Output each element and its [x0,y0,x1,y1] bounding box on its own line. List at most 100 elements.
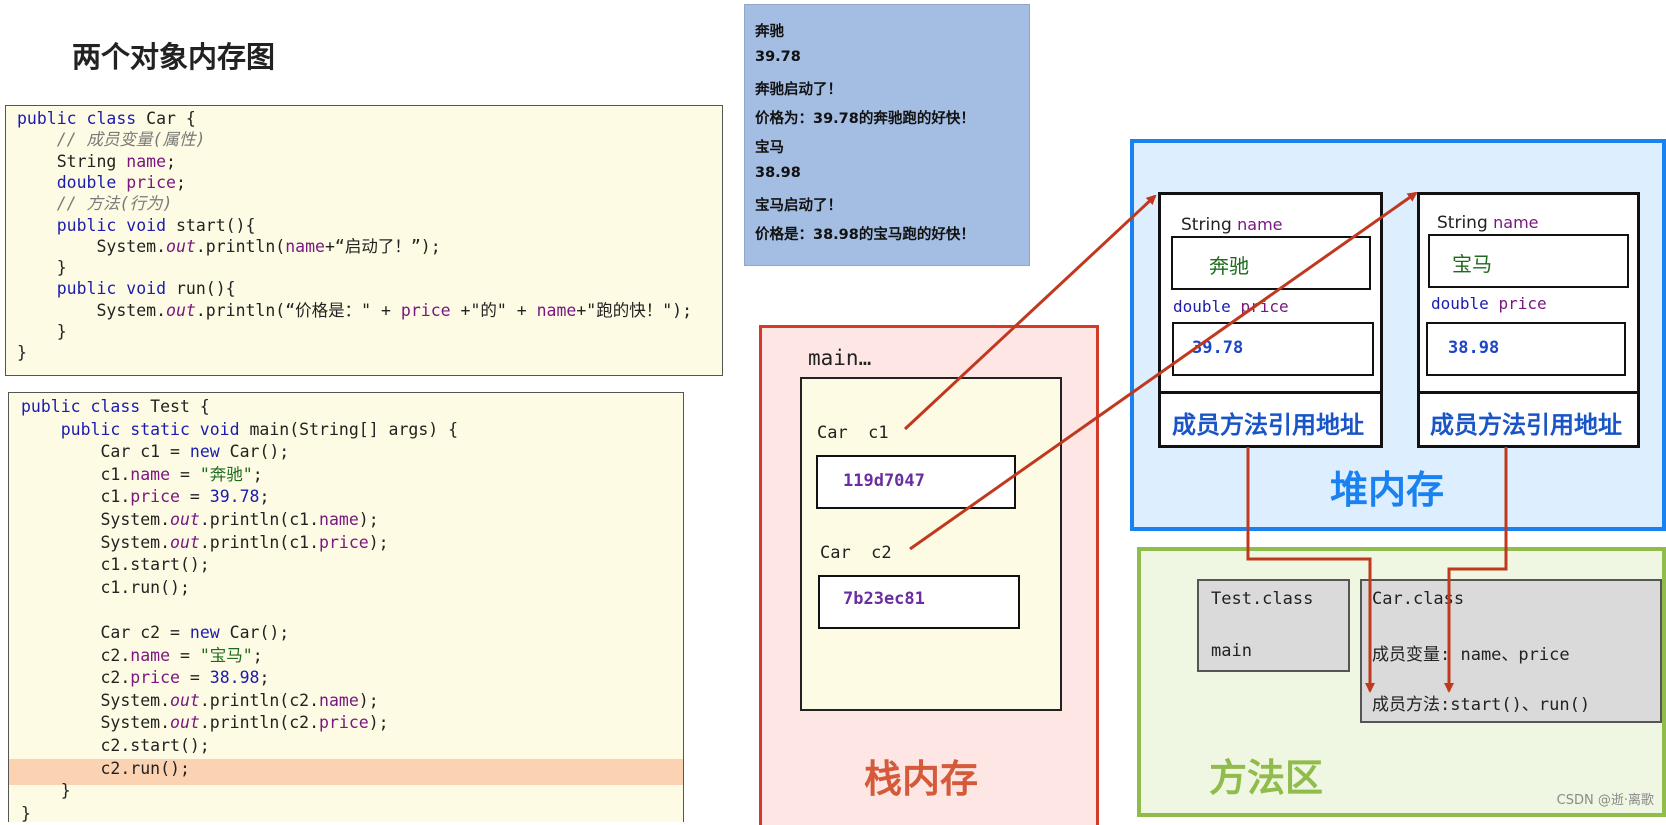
code-line: System.out.println(c2.price); [21,712,389,734]
code-token: // 成员变量(属性) [17,130,206,150]
obj1-name-field: name [1237,215,1283,234]
code-token: System. [21,532,171,552]
code-token: out [170,510,200,529]
obj2-string-type: String [1437,213,1494,233]
heap-memory: String name 奔驰 double price 39.78 成员方法引用… [1130,139,1666,531]
heap-title: 堆内存 [1330,468,1445,512]
code-line: c2.name = "宝马"; [21,645,263,667]
code-token: +“启动了！”); [324,236,441,256]
code-token: out [170,690,200,710]
page-title: 两个对象内存图 [72,40,276,74]
code-token: } [17,258,67,278]
code-token: Car { [146,109,196,128]
test-class-code: public class Test { public static void m… [8,392,684,825]
obj2-price-label: double price [1431,294,1547,313]
c1-address: 119d7047 [843,471,925,491]
watermark: CSDN @逝·离歌 [1556,793,1654,808]
code-token: c1.run(); [21,577,190,597]
test-class-box: Test.class main [1197,579,1350,672]
code-token: name [130,464,171,484]
code-token: System. [21,510,171,529]
code-token: price [126,172,176,192]
code-token: System. [21,690,171,710]
code-line: } [21,803,31,825]
code-token: name [130,645,171,665]
code-token: .println(c2. [199,690,320,710]
code-token: c2. [21,645,131,665]
code-token: ; [252,645,263,665]
code-line: public class Car { [17,108,196,130]
obj2-price-field: price [1498,294,1547,313]
code-token: ); [358,510,379,529]
code-token: Car c2 = [21,623,190,642]
code-token: c2.start(); [21,736,210,755]
code-token: .println(c2. [199,713,320,733]
code-token: public void [17,215,176,235]
output-line: 宝马 [755,140,784,156]
stack-title: 栈内存 [864,757,979,801]
code-line: } [17,257,67,279]
code-token: ; [252,464,263,484]
code-token: out [166,300,196,320]
code-line: String name; [17,151,176,173]
code-token: run(){ [175,279,236,299]
code-line: c1.start(); [21,554,209,576]
car-class-box: Car.class 成员变量: name、price 成员方法:start()、… [1360,579,1662,723]
output-line: 奔驰启动了！ [755,82,842,98]
code-token: start(){ [175,215,256,235]
output-line: 38.98 [755,165,801,181]
obj1-price-field: price [1240,297,1289,316]
code-token: ); [358,690,379,710]
obj1-double-type: double [1173,297,1241,316]
code-token: ); [368,713,389,733]
code-line: c1.name = "奔驰"; [21,464,263,486]
obj2-divider [1420,391,1637,394]
current-line-highlight [9,759,683,785]
obj1-price-box: 39.78 [1172,322,1374,376]
test-class-name: Test.class [1211,589,1314,609]
code-token: main(String[] args) { [249,419,459,439]
car-class-name: Car.class [1372,589,1465,609]
code-token: ; [259,668,270,688]
obj1-method-ref-arrow [1246,447,1375,693]
code-token: "宝马" [199,645,253,665]
code-token: ; [166,151,176,171]
code-token: out [170,713,200,733]
car-member-vars: 成员变量: name、price [1372,645,1570,665]
obj2-methods-ref: 成员方法引用地址 [1430,411,1622,439]
code-token: System. [21,713,171,733]
output-line: 价格是：38.98的宝马跑的好快！ [755,227,975,243]
code-token: ; [175,172,186,192]
code-token: 38.98 [209,668,260,688]
code-token: } [21,781,71,801]
code-token: String [17,151,127,171]
obj2-double-type: double [1431,294,1499,313]
code-line: public void run(){ [17,278,236,300]
code-line: public static void main(String[] args) { [21,419,458,441]
code-token: } [17,343,27,363]
code-token: new [189,442,230,462]
code-token: = [179,668,210,688]
code-token: out [166,236,196,256]
code-token: ); [368,532,389,552]
code-line: System.out.println(“价格是：" + price +"的" +… [17,300,692,322]
code-token: c2.run(); [21,758,190,778]
code-token: "奔驰" [199,464,253,484]
code-token: Car(); [229,623,290,642]
heap-object-bmw: String name 宝马 double price 38.98 成员方法引用… [1417,192,1640,448]
output-line: 宝马启动了！ [755,198,842,214]
code-line: System.out.println(c1.name); [21,509,379,531]
method-area-title: 方法区 [1209,756,1324,800]
code-line: public void start(){ [17,215,256,237]
code-line: double price; [17,172,186,194]
c1-address-box: 119d7047 [816,455,1016,509]
code-line: } [17,321,67,343]
car-class-code: public class Car { // 成员变量(属性) String na… [5,105,723,376]
code-line: } [17,342,27,364]
c2-address-box: 7b23ec81 [818,575,1020,629]
code-token: = [170,645,200,665]
c2-reference-arrow [909,191,1418,551]
code-token: } [17,322,67,341]
obj1-methods-ref: 成员方法引用地址 [1172,411,1364,439]
code-token: name [319,690,359,710]
